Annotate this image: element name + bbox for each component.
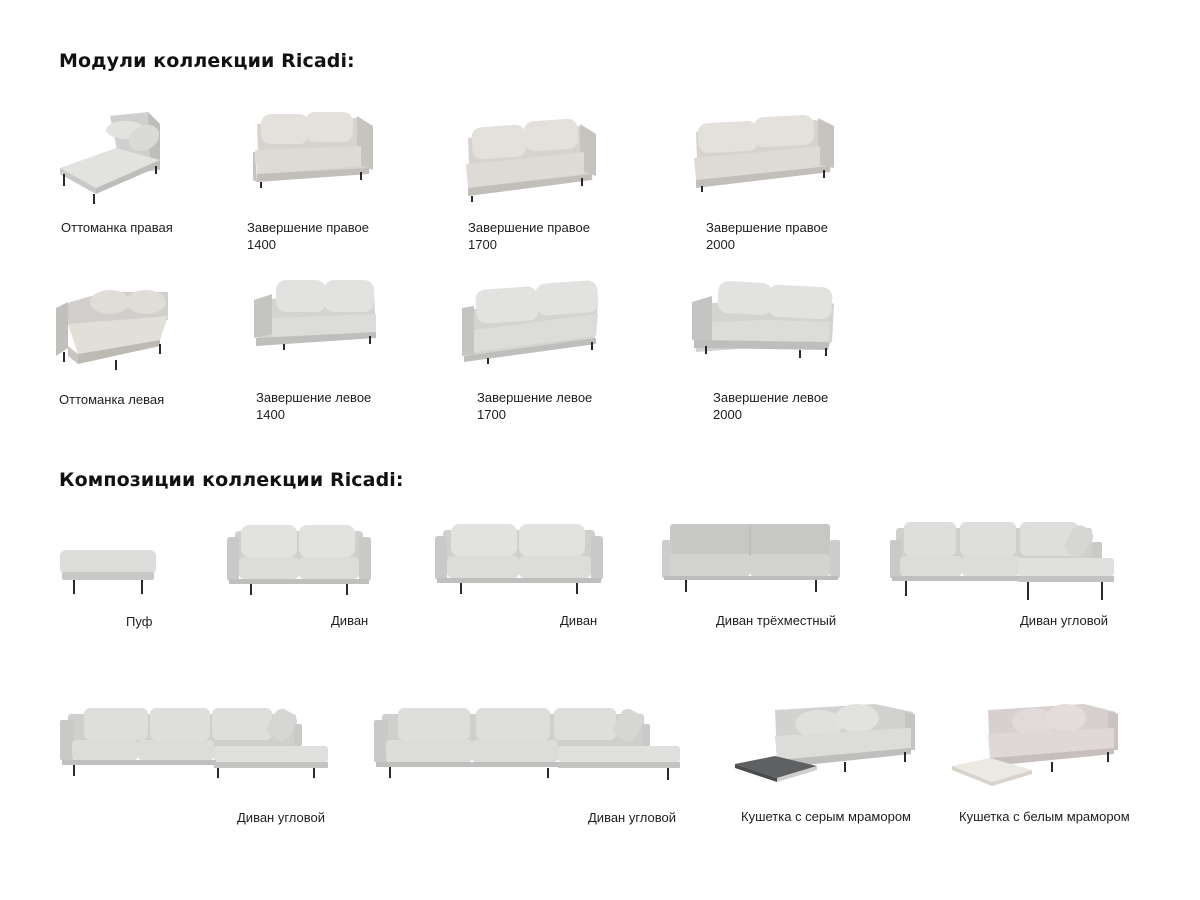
daybed-grey-marble-icon [735,704,915,782]
composition-corner-sofa-3[interactable]: Диван угловой [372,706,687,836]
corner-sofa-icon [60,708,328,778]
pouf-icon [60,550,156,594]
module-left-end-1400[interactable]: Завершение левое 1400 [252,276,402,426]
module-left-end-1700[interactable]: Завершение левое 1700 [460,278,610,428]
module-caption: Завершение левое 1700 [477,390,593,422]
corner-sofa-icon [890,522,1114,600]
three-seat-sofa-icon [662,524,840,592]
composition-daybed-grey-marble[interactable]: Кушетка с серым мрамором [735,698,930,828]
composition-caption: Диван [331,613,369,628]
right-end-sofa-icon [466,118,596,202]
left-end-sofa-icon [462,280,599,364]
right-end-sofa-icon [694,114,834,192]
chaise-left-icon [56,290,168,370]
composition-caption: Диван трёхместный [716,613,837,628]
compositions-heading: Композиции коллекции Ricadi: [59,469,404,491]
module-right-end-1400[interactable]: Завершение правое 1400 [247,108,397,258]
composition-caption: Диван угловой [237,810,326,825]
sofa-icon [435,524,603,594]
module-chaise-left[interactable]: Оттоманка левая [56,280,186,410]
right-end-sofa-icon [253,112,373,188]
composition-corner-sofa-1[interactable]: Диван угловой [888,522,1118,632]
composition-pouf[interactable]: Пуф [58,548,168,633]
module-caption: Завершение левое 2000 [713,390,829,422]
modules-heading: Модули коллекции Ricadi: [59,50,355,72]
composition-corner-sofa-2[interactable]: Диван угловой [58,706,333,836]
left-end-sofa-icon [254,280,376,350]
module-caption: Завершение правое 2000 [706,220,828,252]
composition-caption: Пуф [126,614,153,629]
module-caption: Оттоманка правая [61,220,173,235]
left-end-sofa-icon [692,281,834,358]
module-caption: Завершение правое 1700 [468,220,590,252]
daybed-white-marble-icon [952,704,1118,786]
sofa-icon [227,525,371,595]
composition-three-seat-sofa[interactable]: Диван трёхместный [660,522,850,632]
composition-caption: Кушетка с серым мрамором [741,809,911,824]
module-right-end-2000[interactable]: Завершение правое 2000 [690,108,850,258]
composition-daybed-white-marble[interactable]: Кушетка с белым мрамором [952,698,1152,828]
composition-sofa-1[interactable]: Диван [225,523,375,633]
module-right-end-1700[interactable]: Завершение правое 1700 [462,108,612,258]
module-caption: Завершение правое 1400 [247,220,369,252]
composition-sofa-2[interactable]: Диван [433,522,613,632]
module-caption: Оттоманка левая [59,392,165,407]
chaise-right-icon [60,112,160,204]
composition-caption: Кушетка с белым мрамором [959,809,1130,824]
corner-sofa-icon [374,708,680,780]
composition-caption: Диван угловой [1020,613,1109,628]
composition-caption: Диван [560,613,598,628]
module-chaise-right[interactable]: Оттоманка правая [56,108,186,243]
module-left-end-2000[interactable]: Завершение левое 2000 [690,278,850,428]
composition-caption: Диван угловой [588,810,677,825]
module-caption: Завершение левое 1400 [256,390,372,422]
